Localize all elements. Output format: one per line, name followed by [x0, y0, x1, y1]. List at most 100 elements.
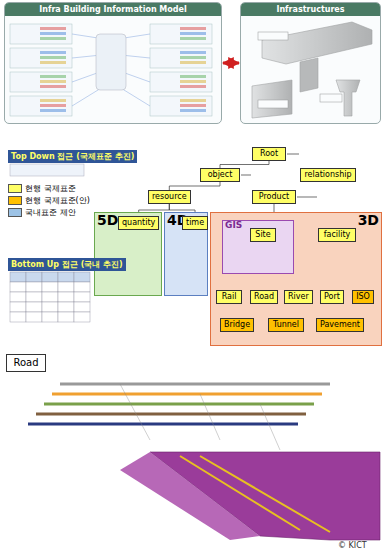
- thumb-frame: [10, 164, 84, 176]
- leader: [200, 394, 220, 440]
- table-cell: [10, 282, 26, 292]
- tree-box: object: [200, 168, 240, 182]
- box-label: time: [186, 218, 204, 228]
- tree-box: Port: [320, 290, 344, 304]
- table-cell: [74, 302, 90, 312]
- table-cell: [74, 272, 90, 282]
- tree-box: relationship: [300, 168, 356, 182]
- table-cell: [26, 292, 42, 302]
- tree-box: resource: [148, 190, 191, 204]
- tree-box: Road: [250, 290, 278, 304]
- table-cell: [10, 272, 26, 282]
- legend: 현행 국제표준현행 국제표준(안)국내표준 제안: [8, 182, 90, 218]
- leader-lines: [120, 384, 280, 450]
- tree-link: [169, 182, 220, 190]
- table-cell: [26, 272, 42, 282]
- legend-label: 국내표준 제안: [25, 207, 76, 218]
- box-label: resource: [152, 192, 187, 202]
- tree-box: Road: [6, 354, 46, 372]
- table-cell: [58, 292, 74, 302]
- tree-link: [297, 197, 317, 198]
- box-label: facility: [322, 230, 352, 240]
- layer-line: [44, 403, 314, 406]
- table-cell: [74, 282, 90, 292]
- road-layers: [28, 384, 380, 540]
- table-cell: [42, 272, 58, 282]
- region-box: 3DGISSitefacilityRailRoadRiverPortISOBri…: [210, 212, 382, 346]
- box-label: Rail: [220, 292, 238, 302]
- box-label: Site: [254, 230, 272, 240]
- slab-edge: [120, 452, 260, 540]
- box-label: Port: [324, 292, 340, 302]
- table-cell: [10, 312, 26, 322]
- exchange-arrow: [223, 62, 239, 65]
- table-cell: [26, 302, 42, 312]
- table-cell: [58, 302, 74, 312]
- tree-box: River: [284, 290, 313, 304]
- box-label: relationship: [304, 170, 352, 180]
- box-label: Product: [256, 192, 292, 202]
- tree-box: Site: [250, 228, 276, 242]
- layer-line: [60, 383, 330, 386]
- model-panel: Infrastructures: [240, 2, 381, 124]
- table-cell: [42, 282, 58, 292]
- table-cell: [74, 312, 90, 322]
- layer-line: [36, 413, 306, 416]
- legend-label: 현행 국제표준: [25, 183, 76, 194]
- region-box: GISSite: [222, 220, 294, 274]
- layer-line: [52, 393, 322, 396]
- box-label: Bridge: [224, 320, 250, 330]
- region-box: 5Dquantity: [94, 212, 162, 296]
- table-cell: [42, 312, 58, 322]
- tree-box: Tunnel: [268, 318, 304, 332]
- tree-box: Pavement: [316, 318, 364, 332]
- thumbnail: [10, 164, 84, 176]
- box-label: Root: [256, 149, 282, 159]
- legend-swatch: [8, 208, 22, 217]
- tree-box: facility: [318, 228, 356, 242]
- tree-box: ISO: [352, 290, 374, 304]
- legend-row: 현행 국제표준(안): [8, 194, 90, 206]
- table-cell: [42, 302, 58, 312]
- approach-banner: Top Down 접근 (국제표준 추진): [8, 150, 137, 163]
- box-label: ISO: [356, 292, 370, 302]
- box-label: object: [204, 170, 236, 180]
- table-cell: [10, 292, 26, 302]
- table-cell: [58, 312, 74, 322]
- table-cell: [42, 292, 58, 302]
- lane-line: [200, 456, 330, 532]
- table-cell: [10, 302, 26, 312]
- watermark: © KICT: [338, 541, 367, 550]
- tree-link: [287, 154, 299, 155]
- table-cell: [58, 272, 74, 282]
- tree-box: Rail: [216, 290, 242, 304]
- panel-title: Infrastructures: [241, 3, 380, 16]
- table-cell: [26, 312, 42, 322]
- box-label: Tunnel: [272, 320, 300, 330]
- tree-box: time: [182, 216, 208, 230]
- layer-line: [28, 423, 298, 426]
- table-cell: [26, 282, 42, 292]
- tree-link: [220, 161, 269, 168]
- tree-box: Root: [252, 147, 286, 161]
- box-label: Road: [10, 356, 42, 370]
- leader: [260, 404, 280, 450]
- leader: [120, 384, 150, 440]
- legend-row: 국내표준 제안: [8, 206, 90, 218]
- box-label: Pavement: [320, 320, 360, 330]
- region-box: 4Dtime: [164, 212, 208, 296]
- approach-banner: Bottom Up 접근 (국내 추진): [8, 258, 126, 271]
- box-label: Road: [254, 292, 274, 302]
- lane-line: [180, 456, 300, 530]
- box-label: River: [288, 292, 309, 302]
- table-cell: [74, 292, 90, 302]
- table-cell: [58, 282, 74, 292]
- legend-swatch: [8, 196, 22, 205]
- legend-row: 현행 국제표준: [8, 182, 90, 194]
- table-grid: [10, 272, 90, 322]
- panel-title: Infra Building Information Model: [5, 3, 221, 16]
- legend-label: 현행 국제표준(안): [25, 195, 90, 206]
- tree-box: Bridge: [220, 318, 254, 332]
- tree-box: Product: [252, 190, 296, 204]
- box-label: quantity: [122, 218, 155, 228]
